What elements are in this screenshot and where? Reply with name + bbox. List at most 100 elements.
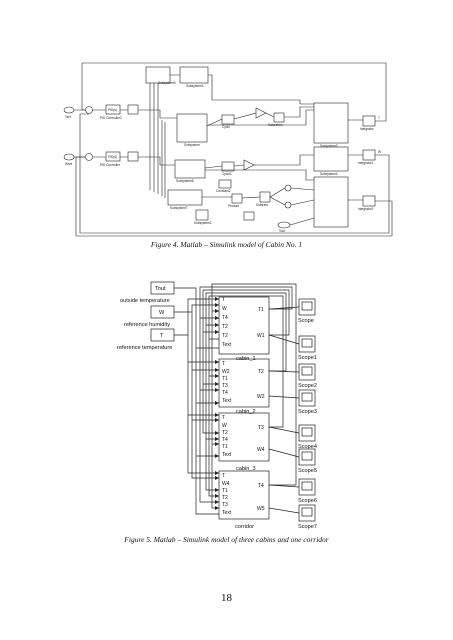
figure5-caption: Figure 5. Matlab – Simulink model of thr… (124, 535, 329, 544)
subsystem7-label: Subsystem7 (170, 206, 188, 210)
scope-3-screen (301, 392, 313, 402)
corridor-port-out: T4 (258, 483, 264, 489)
coupling-lines (199, 283, 297, 509)
subtract-block (259, 191, 271, 203)
wires-row1 (74, 106, 382, 127)
wires-row2 (74, 154, 382, 169)
figure5-diagram (150, 281, 316, 522)
cabin-2-port-in: T1 (222, 376, 228, 382)
integrator2-block (362, 195, 376, 207)
cabin-3-port-in: Text (222, 452, 232, 458)
integrator1-label: Integrator1 (358, 161, 374, 165)
cycle-label: Cycle (222, 125, 230, 129)
cabin-3-port-in: T4 (222, 437, 228, 443)
scope-6-screen (301, 481, 313, 491)
reference-temperature-label: reference temperature (117, 345, 172, 351)
constant-label: Constant2 (216, 189, 231, 193)
subsystem3-label: Subsystem3 (320, 144, 338, 148)
scope-0-block (298, 298, 316, 316)
output-t-label: T (378, 116, 380, 120)
output-w-label: W (378, 150, 381, 154)
pid-controller-label: PID Controller (100, 163, 121, 167)
wires-bus (149, 74, 314, 198)
subsystem4-block (313, 146, 349, 172)
saturation-label: Saturation (268, 123, 283, 127)
scope-4-label: Scope4 (298, 444, 317, 450)
gain4-block (243, 159, 255, 171)
integrator2-label: Integrator2 (358, 207, 374, 211)
integrator-label: Integrator (360, 127, 375, 131)
pid-controller2-label: PID Controller2 (100, 116, 122, 120)
cycle1-label: Cycle1 (222, 172, 232, 176)
cabin-1-port-in: W (222, 306, 227, 312)
cabin-1-label: cabin_1 (236, 356, 256, 362)
subsystem5-label: Subsystem5 (158, 81, 176, 85)
t-block-text: T (160, 333, 164, 339)
cabin-2-port-in: T4 (222, 390, 228, 396)
input-bus-lines (174, 287, 219, 515)
subsystem-label: Subsystem (184, 143, 200, 147)
cabin-1-port-out: W1 (257, 333, 265, 339)
cycle1-block (221, 161, 235, 172)
scope-5-block (298, 448, 316, 466)
scope-7-label: Scope7 (298, 524, 317, 530)
scope-5-label: Scope5 (298, 468, 317, 474)
cabin-2-block (218, 358, 270, 408)
w-block-text: W (159, 310, 165, 316)
cabin-3-label: cabin_3 (236, 466, 256, 472)
figure4-caption: Figure 4. Matlab – Simulink model of Cab… (150, 240, 303, 249)
pid2-block (105, 151, 121, 162)
subsystem2-label: Subsystem2 (194, 221, 212, 225)
cabin-2-port-in: Text (222, 398, 232, 404)
subsystem3-block (313, 102, 349, 144)
sum2-block (85, 153, 93, 161)
scope-4-block (298, 424, 316, 442)
cabin-2-port-in: W2 (222, 369, 230, 375)
scope-5-screen (301, 451, 313, 461)
cabin-2-port-out: T2 (258, 369, 264, 375)
sum4-block (284, 201, 292, 209)
product-block (231, 193, 243, 204)
subsystem-block (176, 113, 208, 143)
input-wset-label: Wset (65, 162, 72, 166)
figure5-labels: Tout W T outside temperature reference h… (117, 286, 317, 530)
cabin-3-port-in: T2 (222, 430, 228, 436)
corridor-block (218, 470, 270, 520)
tout-label: Tout (279, 229, 285, 233)
integrator1-block (362, 149, 376, 161)
cabin-1-port-in: Text (222, 342, 232, 348)
pid2-label: PID(s) (108, 155, 117, 159)
cycle-block (221, 114, 235, 125)
pid1-label: PID(s) (108, 108, 117, 112)
cabin-3-port-in: W (222, 423, 227, 429)
gain1-block (127, 104, 139, 115)
input-wset-block (63, 153, 75, 161)
input-tset-block (63, 106, 75, 114)
product-label: Product (228, 204, 239, 208)
cabin-1-port-in: T2 (222, 333, 228, 339)
wires-row3 (202, 187, 382, 226)
scope-3-label: Scope3 (298, 409, 317, 415)
input-tset-label: Tset (65, 115, 71, 119)
corridor-port-in: W4 (222, 481, 230, 487)
subsystem1-label: Subsystem1 (186, 84, 204, 88)
outside-temperature-label: outside temperature (120, 298, 170, 304)
cabin-3-port-out: W4 (257, 447, 265, 453)
gain2-block (127, 151, 139, 162)
figure4-block-labels: Subsystem5 Subsystem1 Subsystem Subsyste… (65, 81, 381, 233)
scope-1-screen (301, 338, 313, 348)
corridor-port-in: T2 (222, 495, 228, 501)
scope-2-label: Scope2 (298, 383, 317, 389)
scope-0-screen (301, 301, 313, 311)
subsystem8-block (313, 176, 349, 228)
cabin-1-port-in: T4 (222, 315, 228, 321)
cabin-2-label: cabin_2 (236, 409, 256, 415)
subsystem2-block (195, 209, 209, 221)
cabin-2-port-out: W2 (257, 394, 265, 400)
scope-2-screen (301, 366, 313, 376)
cabin-3-port-in: T1 (222, 444, 228, 450)
input-arrowheads (215, 297, 219, 510)
scopes (298, 298, 316, 522)
saturation-block (273, 112, 285, 123)
